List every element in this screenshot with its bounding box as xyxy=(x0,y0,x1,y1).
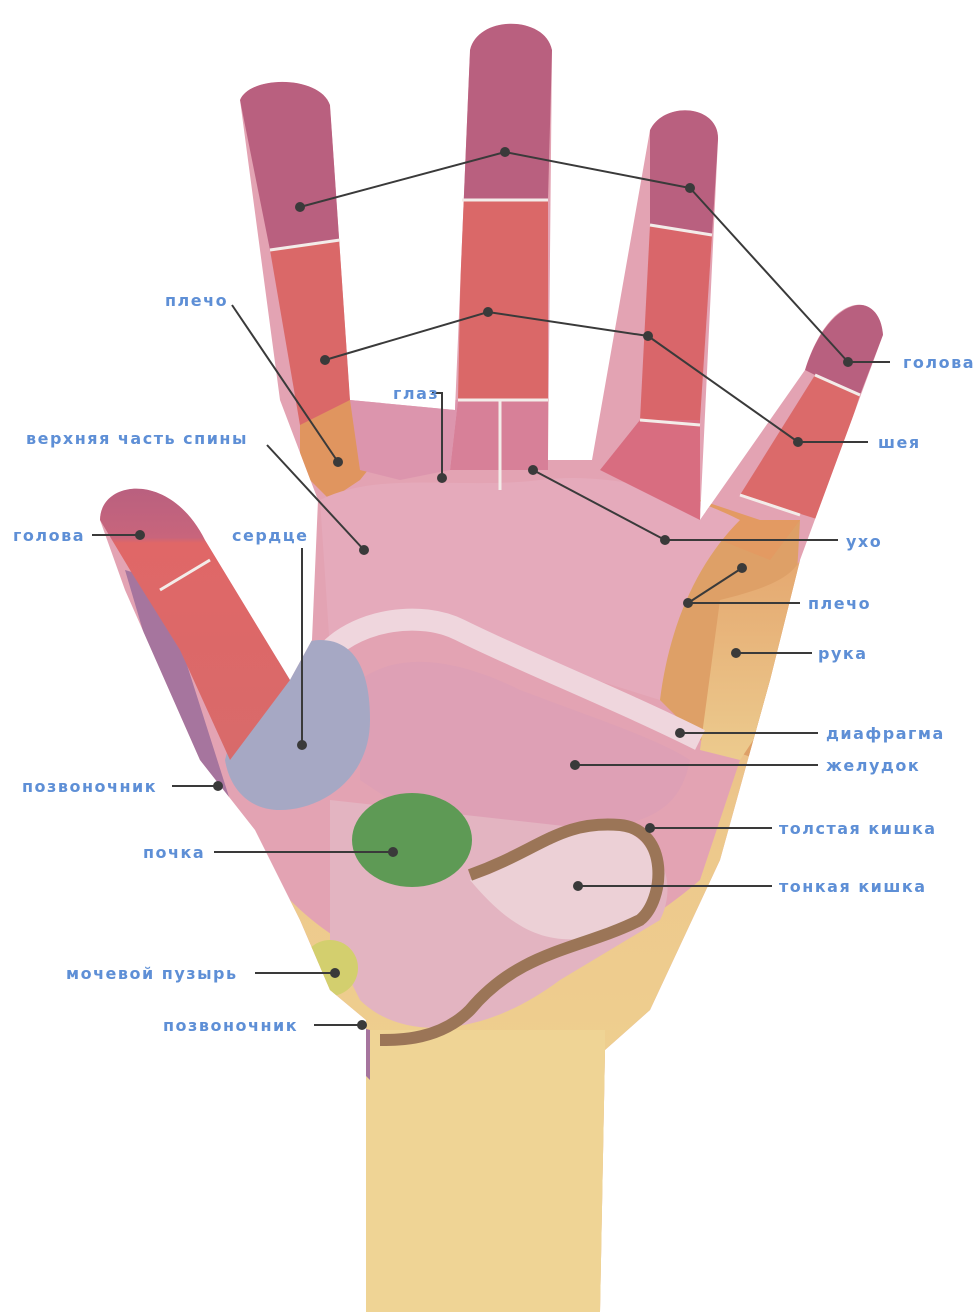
label-head-left: голова xyxy=(13,527,85,545)
label-shoulder-left: плечо xyxy=(165,292,228,310)
label-kidney: почка xyxy=(143,844,205,862)
label-small-intestine: тонкая кишка xyxy=(779,878,927,896)
label-spine-upper: позвоночник xyxy=(22,778,157,796)
label-head-right: голова xyxy=(903,354,975,372)
label-neck: шея xyxy=(878,434,921,452)
label-diaphragm: диафрагма xyxy=(826,725,945,743)
label-heart: сердце xyxy=(232,527,308,545)
label-upper-back: верхняя часть спины xyxy=(26,430,248,448)
label-arm: рука xyxy=(818,645,868,663)
label-eye: глаз xyxy=(393,385,439,403)
label-stomach: желудок xyxy=(826,757,920,775)
label-shoulder-right: плечо xyxy=(808,595,871,613)
label-bladder: мочевой пузырь xyxy=(66,965,238,983)
label-ear: ухо xyxy=(846,533,882,551)
finger-little xyxy=(740,305,883,520)
label-large-intestine: толстая кишка xyxy=(779,820,937,838)
finger-index xyxy=(240,82,350,425)
label-spine-lower: позвоночник xyxy=(163,1017,298,1035)
